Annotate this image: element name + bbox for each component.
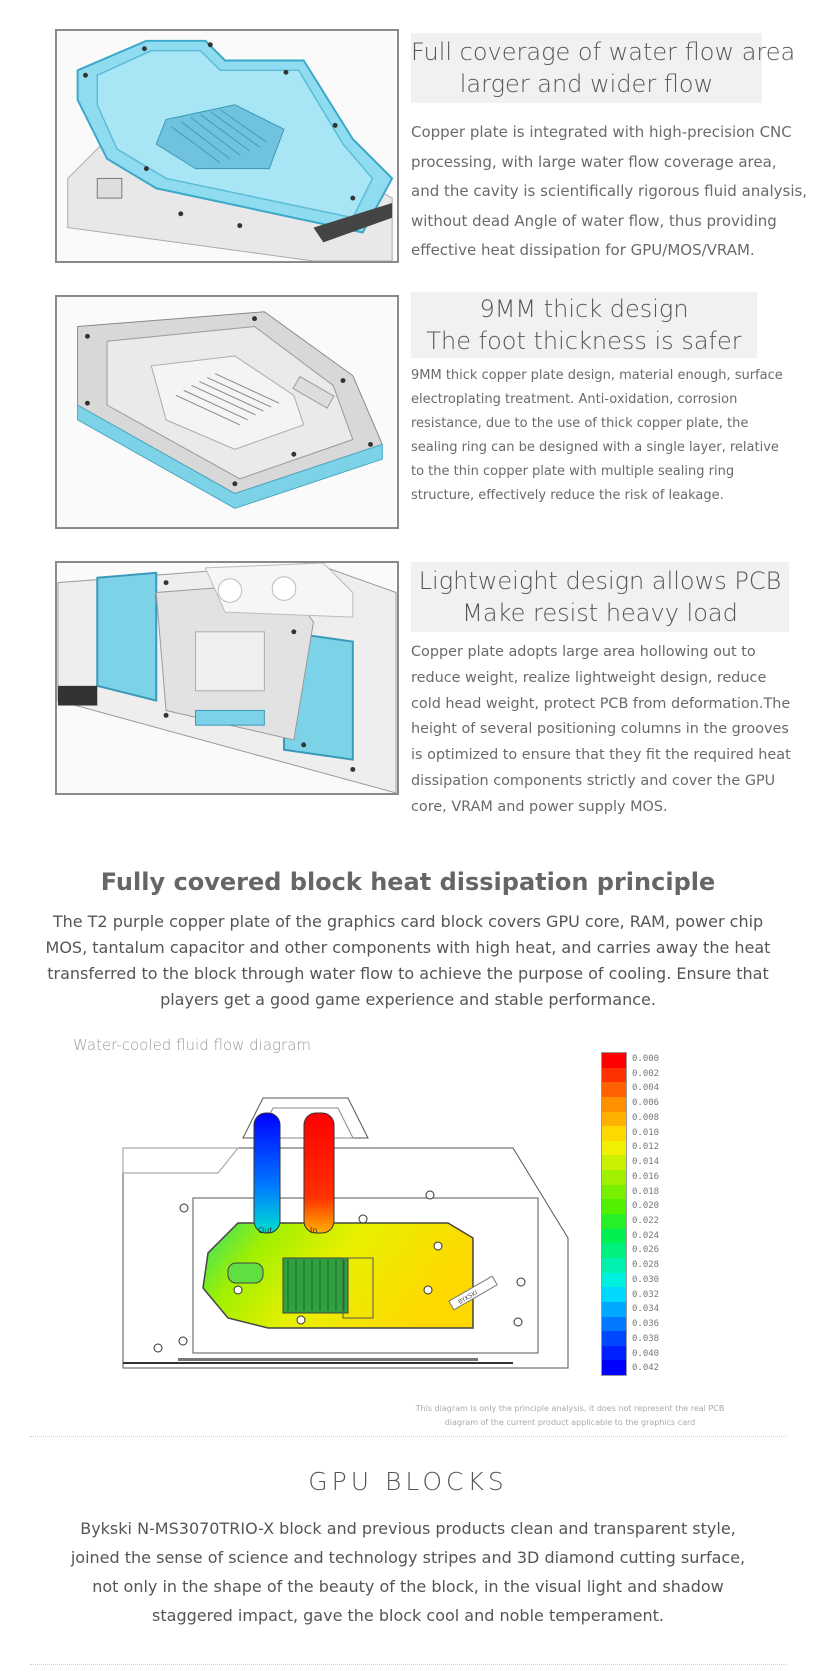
legend-value: 0.034 [632, 1304, 660, 1315]
feature-3-image [55, 561, 399, 795]
gpu-blocks-title: GPU BLOCKS [308, 1467, 508, 1496]
legend-value: 0.022 [632, 1216, 660, 1226]
water-block-lightweight-illustration [57, 563, 397, 793]
legend-swatch [602, 1199, 626, 1215]
legend-swatch [602, 1170, 626, 1185]
diagram-disclaimer: This diagram is only the principle analy… [415, 1404, 725, 1427]
legend-value: 0.032 [632, 1289, 660, 1300]
legend-value: 0.004 [632, 1083, 660, 1094]
legend-value: 0.008 [632, 1112, 660, 1123]
feature-2-description: 9MM thick copper plate design, material … [411, 368, 783, 503]
legend-value: 0.014 [632, 1157, 660, 1168]
gpu-blocks-body: Bykski N-MS3070TRIO-X block and previous… [70, 1519, 746, 1625]
legend-swatch [602, 1140, 626, 1156]
legend-swatch [602, 1287, 626, 1302]
legend-swatch [602, 1257, 626, 1273]
outlet-port-label: Out [258, 1226, 273, 1235]
legend-value: 0.002 [632, 1068, 660, 1079]
legend-swatch [602, 1126, 626, 1141]
color-legend-bar [601, 1052, 627, 1376]
legend-value: 0.000 [632, 1054, 660, 1064]
legend-swatch [602, 1360, 626, 1376]
legend-swatch [602, 1184, 626, 1200]
legend-value: 0.010 [632, 1127, 660, 1138]
bottom-divider [30, 1664, 786, 1665]
legend-swatch [602, 1082, 626, 1097]
feature-1-title: Full coverage of water flow area larger … [411, 33, 795, 103]
feature-1-image [55, 29, 399, 263]
legend-swatch [602, 1228, 626, 1244]
legend-value: 0.036 [632, 1319, 660, 1330]
principle-body: The T2 purple copper plate of the graphi… [45, 912, 771, 1009]
water-block-copper-plate-illustration [57, 297, 397, 527]
feature-1-description: Copper plate is integrated with high-pre… [411, 123, 808, 259]
legend-swatch [602, 1301, 626, 1317]
legend-value: 0.020 [632, 1201, 660, 1212]
principle-title: Fully covered block heat dissipation pri… [100, 868, 716, 896]
legend-swatch [602, 1331, 626, 1346]
section-divider [30, 1436, 786, 1437]
water-block-cyan-illustration [57, 31, 397, 261]
legend-value: 0.006 [632, 1098, 660, 1109]
legend-swatch [602, 1272, 626, 1288]
legend-swatch [602, 1155, 626, 1171]
legend-value: 0.038 [632, 1333, 660, 1344]
legend-swatch [602, 1111, 626, 1127]
legend-value: 0.024 [632, 1230, 660, 1241]
fluid-flow-diagram: Out In BYKSKI [122, 1097, 569, 1369]
legend-swatch [602, 1214, 626, 1229]
legend-swatch [602, 1096, 626, 1112]
inlet-port-label: In [310, 1226, 317, 1235]
legend-value: 0.012 [632, 1142, 660, 1153]
legend-swatch [602, 1316, 626, 1332]
legend-value: 0.018 [632, 1186, 660, 1197]
feature-2-image [55, 295, 399, 529]
legend-value: 0.030 [632, 1274, 660, 1285]
legend-swatch [602, 1053, 626, 1068]
legend-value: 0.040 [632, 1348, 660, 1359]
diagram-caption: Water-cooled fluid flow diagram [73, 1036, 312, 1054]
legend-value: 0.028 [632, 1260, 660, 1271]
legend-swatch [602, 1243, 626, 1258]
legend-value: 0.026 [632, 1245, 660, 1256]
feature-2-title: 9MM thick design The foot thickness is s… [411, 292, 757, 358]
feature-3-description: Copper plate adopts large area hollowing… [411, 644, 791, 815]
legend-swatch [602, 1345, 626, 1361]
feature-3-title: Lightweight design allows PCB Make resis… [411, 562, 789, 632]
legend-value: 0.042 [632, 1363, 660, 1374]
legend-value: 0.016 [632, 1171, 660, 1182]
legend-swatch [602, 1067, 626, 1083]
